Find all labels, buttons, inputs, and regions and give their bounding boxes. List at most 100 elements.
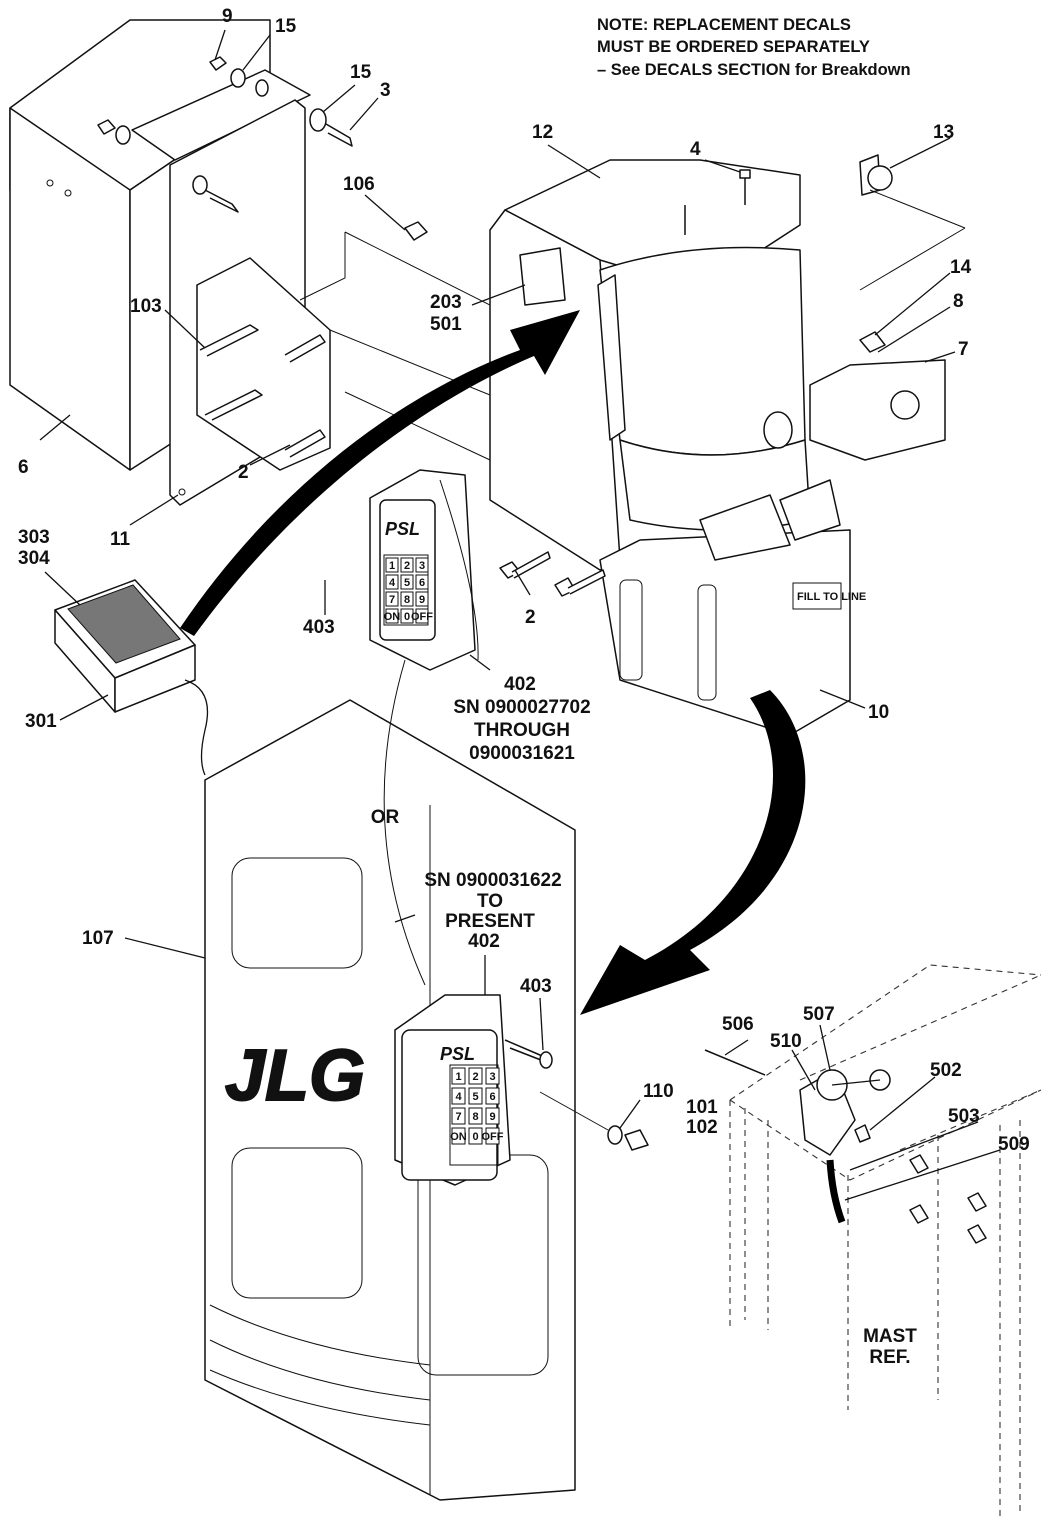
keypad-key-label: 1: [455, 1071, 461, 1083]
keypad-key: [385, 591, 399, 607]
callout-203: 203: [430, 292, 462, 313]
fastener-hardware: [97, 56, 428, 458]
keypad-key-label: 4: [389, 577, 396, 589]
callout-7: 7: [958, 339, 969, 360]
keypad-key: [468, 1107, 483, 1125]
mast-ref-label: MAST REF.: [863, 1326, 917, 1368]
mast-label-line-2: REF.: [869, 1347, 910, 1368]
callout-4: 4: [690, 139, 701, 160]
note-line-3: – See DECALS SECTION for Breakdown: [597, 61, 911, 79]
callout-502: 502: [930, 1060, 962, 1081]
keypad-key: [485, 1127, 500, 1145]
assembly-arrows: [180, 310, 806, 1015]
callout-503: 503: [948, 1106, 980, 1127]
keypad-key: [451, 1087, 466, 1105]
svg-text:FILL TO LINE: FILL TO LINE: [797, 591, 866, 603]
keypad-key: [451, 1127, 466, 1145]
beacon-light-assembly: [54, 579, 209, 776]
keypad-key-label: ON: [450, 1131, 467, 1143]
callout-11: 11: [110, 529, 131, 550]
callout-8: 8: [953, 291, 964, 312]
callout-10: 10: [868, 702, 889, 723]
mast-label-line-1: MAST: [863, 1326, 917, 1347]
hydraulic-power-unit: FILL TO LINE: [489, 154, 966, 736]
svg-text:JLG: JLG: [225, 1036, 365, 1116]
keypad-key-label: 5: [472, 1091, 478, 1103]
keypad-key-label: 0: [404, 611, 410, 623]
callout-106: 106: [343, 174, 375, 195]
keypad-key-label: 9: [419, 594, 425, 606]
replacement-decals-note: NOTE: REPLACEMENT DECALS MUST BE ORDERED…: [597, 16, 911, 79]
callout-14: 14: [950, 257, 972, 278]
callout-3: 3: [380, 80, 391, 101]
callout-2: 2: [238, 462, 249, 483]
keypad-key: [385, 557, 399, 573]
keypad-key-label: 6: [419, 577, 425, 589]
callout-304: 304: [18, 548, 50, 569]
or-label: OR: [371, 807, 400, 828]
keypad-key: [485, 1087, 500, 1105]
keypad-key: [485, 1107, 500, 1125]
callout-510: 510: [770, 1031, 802, 1052]
keypad-key: [385, 608, 399, 624]
back-plate: [169, 99, 331, 506]
keypad-key-label: 0: [472, 1131, 478, 1143]
keypad-key: [415, 608, 429, 624]
or-choice-arc: [383, 659, 426, 986]
keypad-key: [415, 557, 429, 573]
fill-to-line-label: [792, 582, 842, 610]
keypad-key-label: 8: [404, 594, 410, 606]
keypad-b-fasteners: [504, 1039, 649, 1151]
keypad-key: [415, 591, 429, 607]
callout-2-lower: 2: [525, 607, 536, 628]
keypad-b-part-number: 402: [468, 931, 500, 952]
keypad-key: [451, 1067, 466, 1085]
keypad-key-label: 5: [404, 577, 410, 589]
keypad-b-serial-range: SN 0900031622 TO PRESENT 402: [424, 870, 561, 952]
callout-15-top: 15: [275, 16, 297, 37]
svg-text:PSL: PSL: [385, 519, 420, 539]
callout-102: 102: [686, 1117, 718, 1138]
note-line-2: MUST BE ORDERED SEPARATELY: [597, 38, 870, 56]
keypad-key-label: ON: [384, 611, 401, 623]
callout-507: 507: [803, 1004, 835, 1025]
keypad-key: [400, 591, 414, 607]
callout-303: 303: [18, 527, 50, 548]
callout-403-bottom: 403: [520, 976, 552, 997]
svg-text:PSL: PSL: [440, 1044, 475, 1064]
keypad-b-sn-line-2: TO: [477, 891, 503, 912]
note-line-1: NOTE: REPLACEMENT DECALS: [597, 16, 851, 34]
callout-labels: 9 15 15 3 12 4 13 106 14 8 7 103 203 501…: [18, 6, 1030, 1155]
callout-12: 12: [532, 122, 553, 143]
keypad-a-sn-line-1: SN 0900027702: [453, 697, 590, 718]
keypad-key: [385, 574, 399, 590]
keypad-a-sn-line-3: 0900031621: [469, 743, 575, 764]
keypad-key: [400, 574, 414, 590]
callout-403-top: 403: [303, 617, 335, 638]
callout-509: 509: [998, 1134, 1030, 1155]
callout-501: 501: [430, 314, 462, 335]
keypad-key-label: 1: [389, 560, 395, 572]
keypad-key-label: 3: [419, 560, 425, 572]
keypad-a-keys: [383, 554, 429, 626]
callout-6: 6: [18, 457, 29, 478]
jlg-cover: JLG: [204, 699, 576, 1501]
keypad-key-label: 9: [489, 1111, 495, 1123]
callout-103: 103: [130, 296, 162, 317]
keypad-key-label: OFF: [482, 1131, 504, 1143]
mast-reference: [729, 964, 1041, 1516]
keypad-key: [415, 574, 429, 590]
callout-107: 107: [82, 928, 114, 949]
callout-9: 9: [222, 6, 233, 27]
keypad-key-label: 7: [455, 1111, 461, 1123]
keypad-a-part-number: 402: [504, 674, 536, 695]
keypad-key: [468, 1067, 483, 1085]
callout-13: 13: [933, 122, 954, 143]
keypad-b-sn-line-1: SN 0900031622: [424, 870, 561, 891]
keypad-key-label: 6: [489, 1091, 495, 1103]
callout-506: 506: [722, 1014, 754, 1035]
leader-lines: [39, 29, 1001, 1201]
keypad-key-label: 2: [472, 1071, 478, 1083]
keypad-key-label: OFF: [411, 611, 433, 623]
